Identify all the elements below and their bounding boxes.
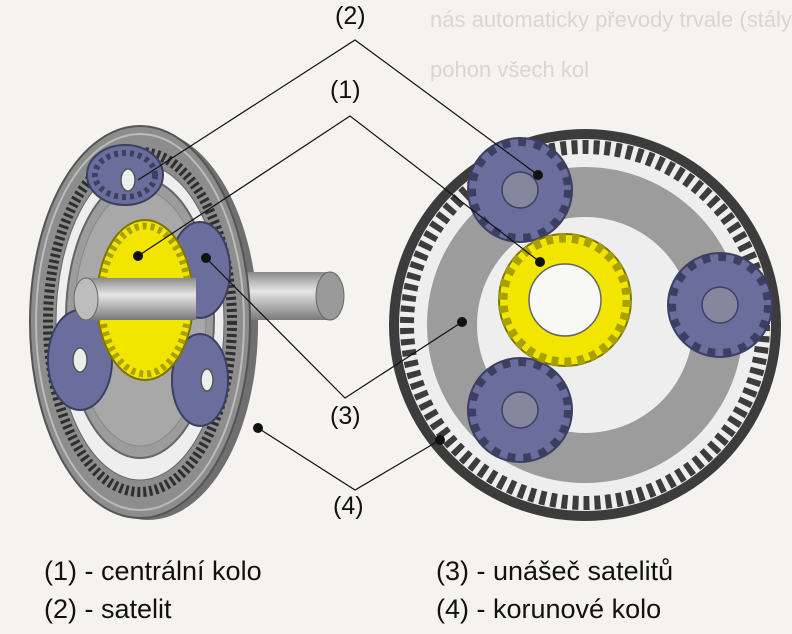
front-view-gearset: [389, 129, 781, 521]
background-text-line-2: pohon všech kol: [430, 57, 589, 82]
background-text-line-1: nás automaticky převody trvale (stály): [430, 7, 792, 32]
perspective-gearset: [29, 125, 345, 520]
legend-item-ring-gear: (4) - korunové kolo: [436, 594, 662, 624]
callout-label-3: (3): [330, 402, 361, 430]
callout-leader-lines: [137, 39, 541, 491]
legend-item-planet: (2) - satelit: [44, 594, 172, 624]
legend-item-carrier: (3) - unášeč satelitů: [436, 556, 674, 586]
legend-item-central-gear: (1) - centrální kolo: [44, 556, 262, 586]
callout-label-2: (2): [335, 2, 366, 30]
callout-label-4: (4): [333, 492, 364, 520]
callout-label-1: (1): [330, 76, 361, 104]
